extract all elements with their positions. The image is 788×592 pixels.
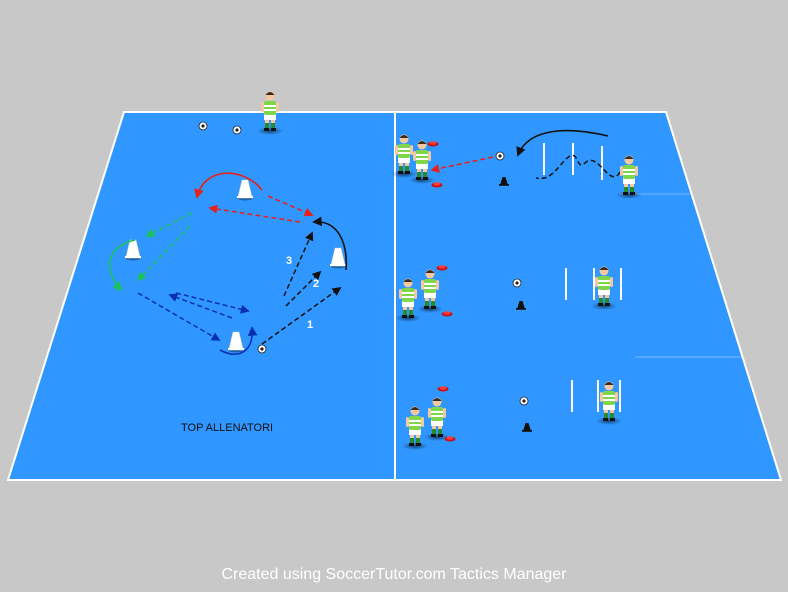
ball bbox=[519, 396, 529, 406]
sequence-label-1: 1 bbox=[307, 319, 313, 331]
arrow-black-curved-run bbox=[312, 216, 348, 271]
footer-credit: Created using SoccerTutor.com Tactics Ma… bbox=[221, 566, 567, 583]
ball bbox=[257, 344, 267, 354]
arrow-blue-pass-2 bbox=[168, 293, 233, 319]
arrow-red-pass-lane1 bbox=[430, 156, 494, 173]
arrow-green-pass-2 bbox=[136, 225, 191, 282]
arrow-red-pass-2 bbox=[208, 204, 301, 223]
sequence-label-3: 3 bbox=[286, 255, 292, 267]
arrow-black-pass-3 bbox=[283, 231, 314, 297]
arrow-blue-pass-3 bbox=[175, 292, 250, 314]
arrow-black-pass-1 bbox=[261, 286, 342, 345]
arrow-black-dribble-lane1 bbox=[535, 154, 621, 180]
ball bbox=[512, 278, 522, 288]
arrow-blue-curved-run bbox=[219, 326, 258, 355]
arrow-green-curved-run bbox=[109, 239, 136, 292]
watermark-text: TOP ALLENATORI bbox=[181, 422, 273, 434]
sequence-label-2: 2 bbox=[313, 278, 319, 290]
arrow-black-pass-2 bbox=[285, 270, 322, 307]
ball bbox=[198, 121, 208, 131]
ball bbox=[232, 125, 242, 135]
arrow-green-pass-1 bbox=[145, 212, 193, 237]
arrow-red-curved-run bbox=[194, 172, 263, 199]
ball bbox=[495, 151, 505, 161]
arrow-black-run-lane1 bbox=[516, 129, 609, 157]
